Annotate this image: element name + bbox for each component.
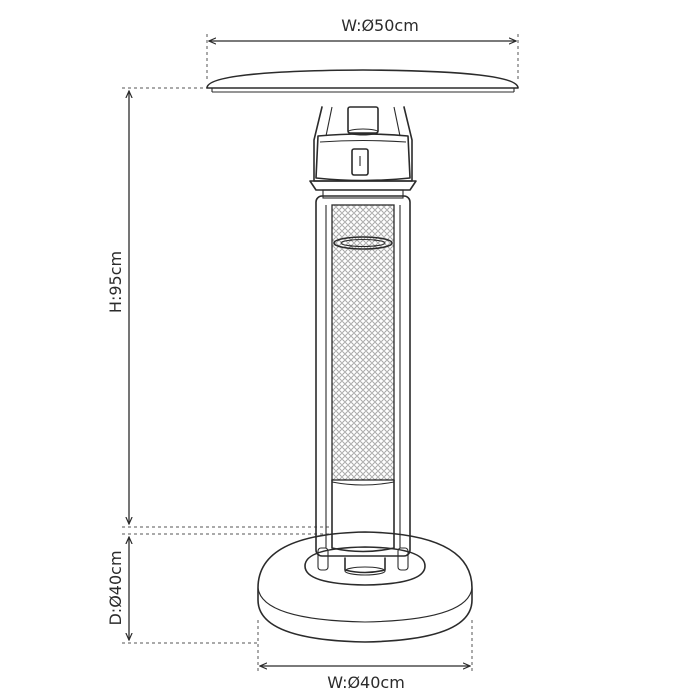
heating-element-mesh [331, 204, 395, 481]
base-depth-label: D:Ø40cm [106, 550, 125, 625]
top-width-dimension: W:Ø50cm [206, 16, 519, 80]
base-width-label: W:Ø40cm [327, 673, 405, 692]
base-width-dimension: W:Ø40cm [257, 620, 473, 692]
heater-column [315, 195, 411, 557]
table-base [257, 531, 473, 643]
top-width-label: W:Ø50cm [341, 16, 419, 35]
height-label: H:95cm [106, 251, 125, 313]
base-depth-dimension: D:Ø40cm [106, 533, 330, 644]
control-head [309, 106, 417, 199]
height-dimension: H:95cm [106, 87, 330, 528]
table-top [206, 69, 519, 93]
power-switch-icon [351, 148, 369, 176]
